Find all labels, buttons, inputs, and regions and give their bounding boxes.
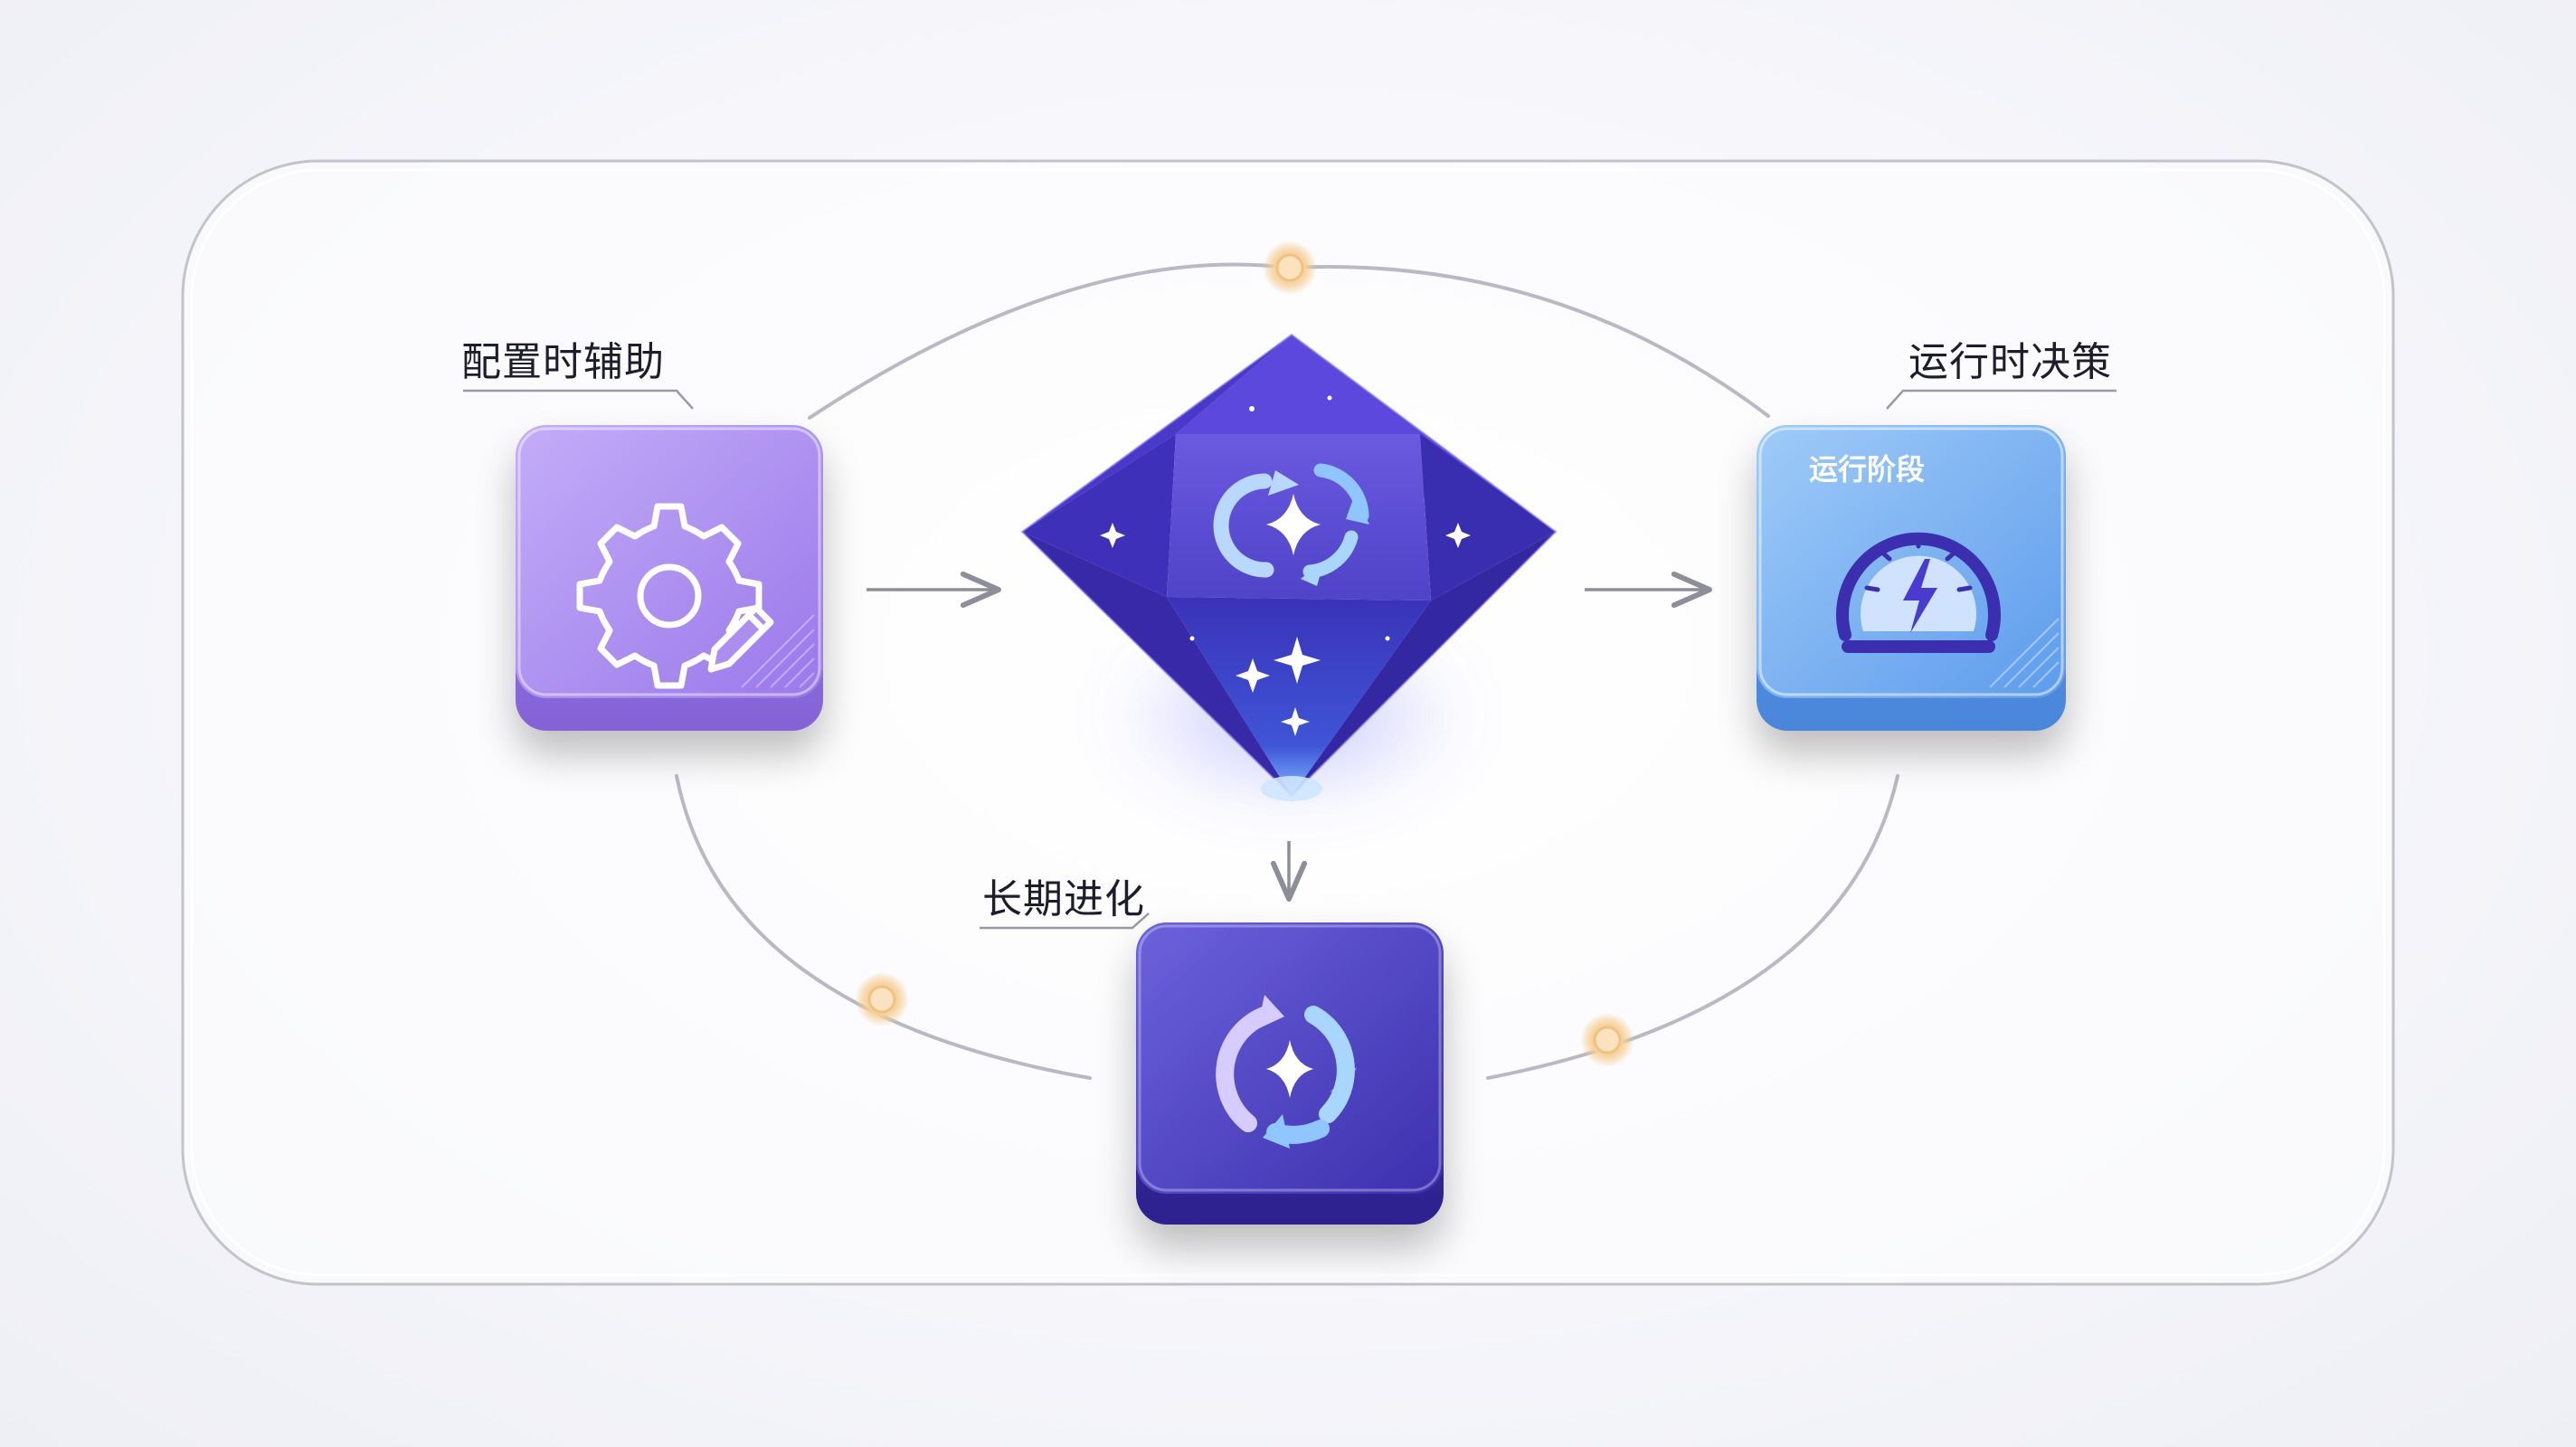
flow-arrows (867, 571, 1712, 902)
config-label: 配置时辅助 (461, 339, 665, 385)
runtime-badge-label: 运行阶段 (1809, 452, 1926, 487)
gear-pencil-icon (576, 503, 774, 689)
arc-left (675, 774, 1092, 1080)
speedometer-icon (1836, 532, 2001, 653)
sync-sparkle-icon (1213, 463, 1369, 586)
arc-right (1486, 774, 1899, 1080)
evolution-label: 长期进化 (982, 876, 1145, 922)
node-dots (855, 241, 1634, 1067)
core-gem[interactable] (1020, 333, 1558, 801)
runtime-label: 运行时决策 (1908, 339, 2112, 385)
label-underlines (463, 389, 2117, 930)
cycle-sparkle-icon (1216, 995, 1357, 1149)
